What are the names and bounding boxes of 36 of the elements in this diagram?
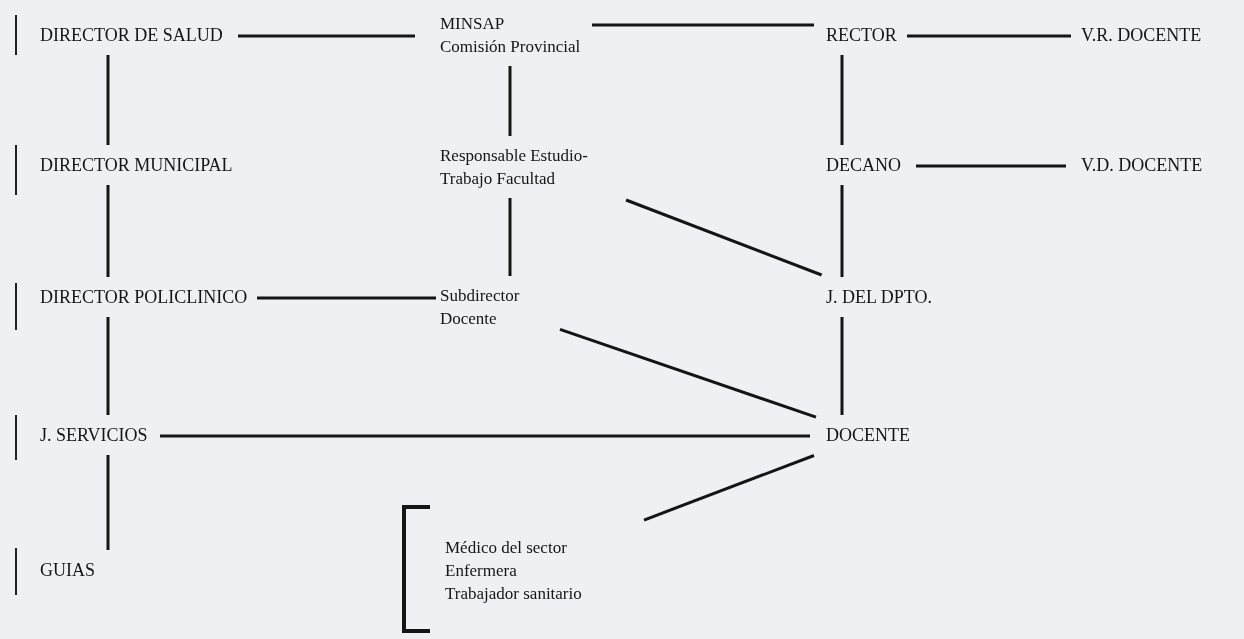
position-label: DOCENTE — [826, 424, 910, 447]
connector-line — [238, 34, 415, 38]
position-label: DIRECTOR DE SALUD — [40, 24, 223, 47]
position-label: V.R. DOCENTE — [1081, 24, 1202, 47]
connector-line — [559, 327, 817, 419]
connector-line — [257, 296, 436, 300]
position-label: RECTOR — [826, 24, 897, 47]
staff-role: Trabajador sanitario — [445, 583, 583, 605]
connector-line — [106, 55, 110, 145]
connector-line — [106, 317, 110, 415]
connector-line — [840, 317, 844, 415]
connector-line — [840, 55, 844, 145]
connector-line — [916, 164, 1066, 168]
connector-line — [106, 185, 110, 277]
position-label: Comisión Provincial — [440, 36, 581, 58]
position-label: DIRECTOR MUNICIPAL — [40, 154, 233, 177]
connector-line — [160, 434, 810, 438]
connector-line — [592, 23, 814, 27]
connector-line — [625, 198, 823, 277]
position-label: Responsable Estudio- Trabajo Facultad — [440, 145, 589, 190]
staff-role: Enfermera — [445, 560, 518, 582]
position-label: DIRECTOR POLICLINICO — [40, 286, 248, 309]
position-label: GUIAS — [40, 559, 95, 582]
position-label: J. DEL DPTO. — [826, 286, 932, 309]
connector-line — [508, 66, 512, 136]
position-label: DECANO — [826, 154, 901, 177]
staff-role: Médico del sector — [445, 537, 568, 559]
connector-line — [508, 198, 512, 276]
position-label: V.D. DOCENTE — [1081, 154, 1203, 177]
position-label: J. SERVICIOS — [40, 424, 148, 447]
position-label: Subdirector Docente — [440, 285, 521, 330]
connector-line — [907, 34, 1071, 38]
connector-line — [840, 185, 844, 277]
position-label: MINSAP — [440, 13, 506, 35]
connector-line — [106, 455, 110, 550]
connector-line — [643, 454, 815, 522]
